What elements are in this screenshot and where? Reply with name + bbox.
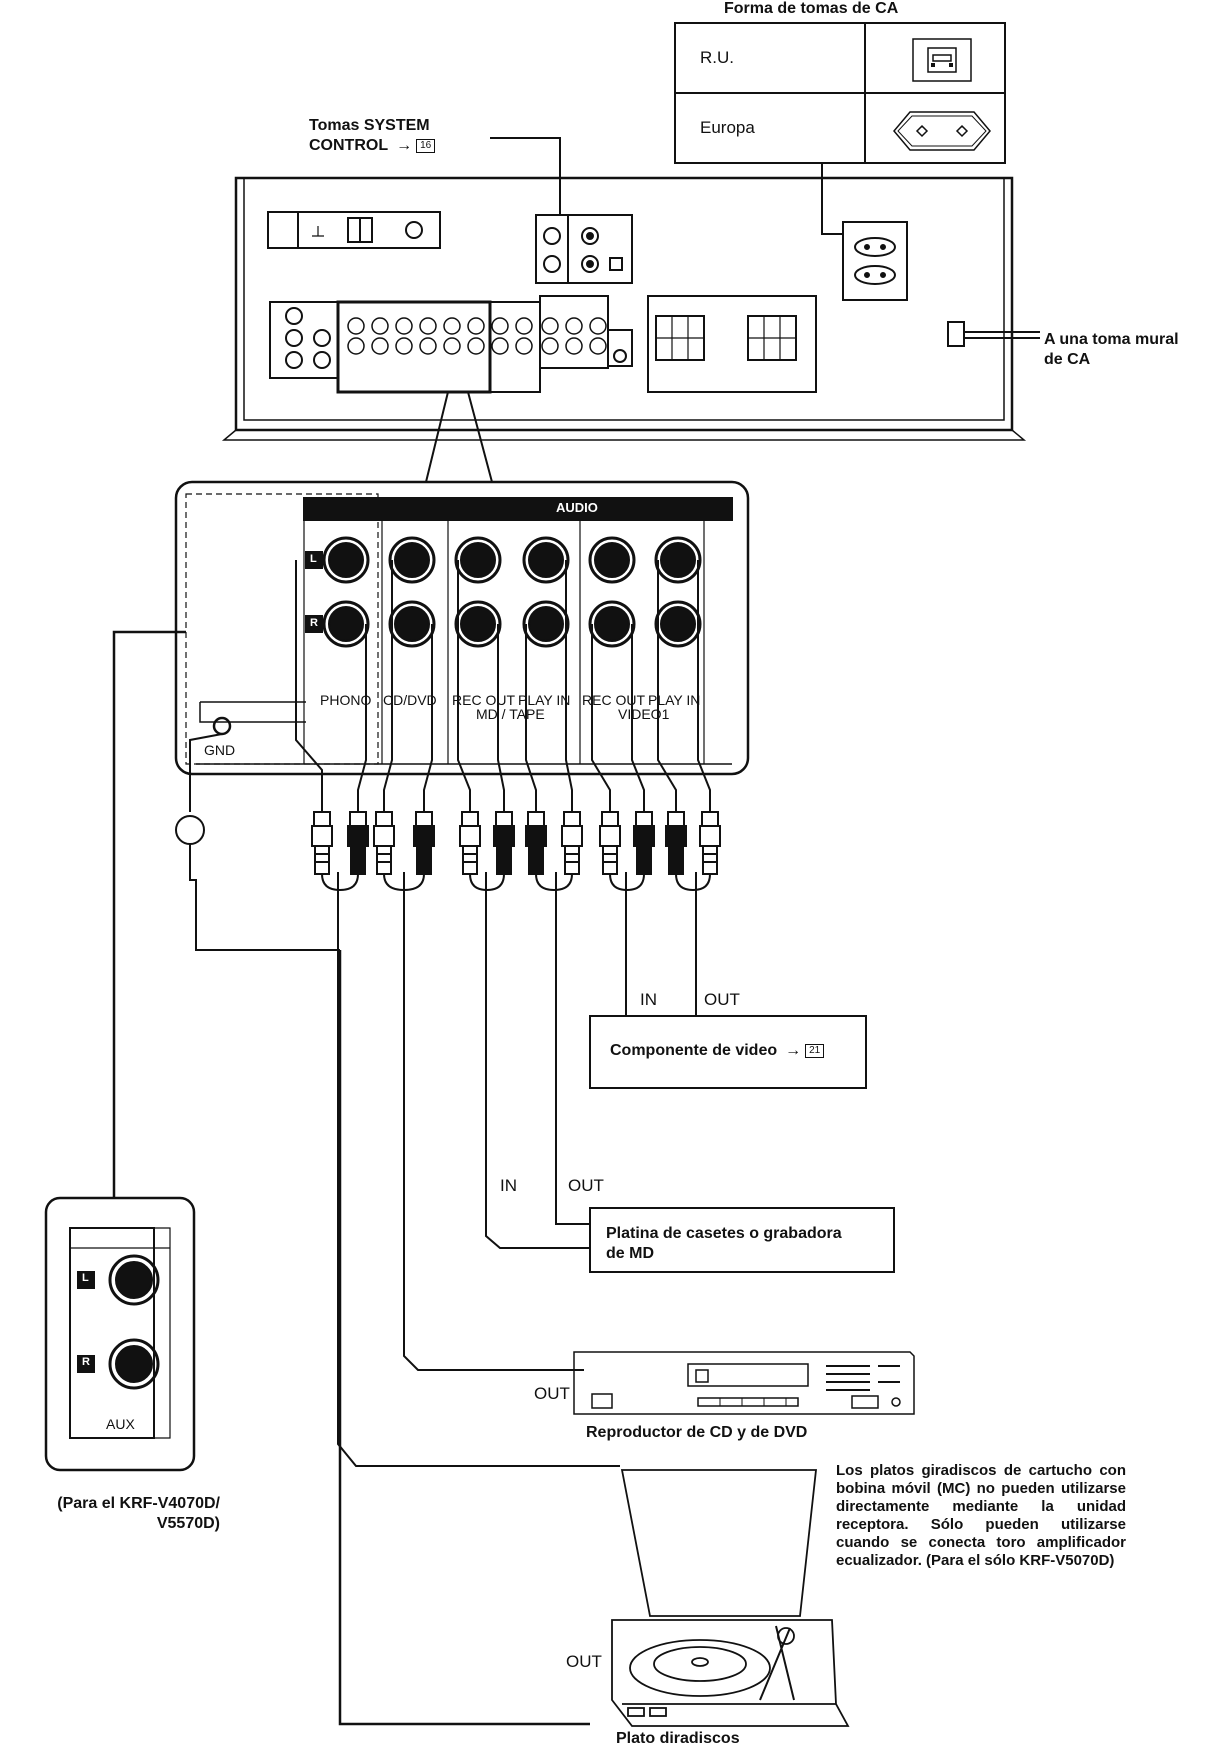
ac-outlet-title: Forma de tomas de CA xyxy=(724,0,899,17)
cd-player-drawing xyxy=(573,1351,915,1415)
rca-plug-black xyxy=(413,811,435,875)
rca-plug-black xyxy=(493,811,515,875)
turntable-out-label: OUT xyxy=(566,1652,602,1671)
jack-label-md-play-in: PLAY IN xyxy=(518,692,571,708)
uk-outlet-icon xyxy=(912,38,972,82)
jack-label-cd-dvd: CD/DVD xyxy=(383,692,437,708)
rca-plug-white xyxy=(373,811,395,875)
rca-plug-white xyxy=(311,811,333,875)
aux-channel-l: L xyxy=(82,1272,89,1284)
jack-label-video-rec-out: REC OUT xyxy=(582,692,645,708)
rca-plug-white xyxy=(561,811,583,875)
turntable-label: Plato diradiscos xyxy=(616,1730,740,1747)
ac-outlet-europe-label: Europa xyxy=(700,118,755,137)
receiver-rear-panel xyxy=(221,137,1040,441)
plug-pair-cable xyxy=(469,873,505,892)
jack-label-video-play-in: PLAY IN xyxy=(648,692,701,708)
tape-deck-label: Platina de casetes o grabadora de MD xyxy=(606,1225,842,1262)
video-in-label: IN xyxy=(640,990,657,1009)
enlarged-audio-panel xyxy=(174,480,750,776)
aux-model-note: (Para el KRF-V4070D/ V5570D) xyxy=(57,1495,220,1532)
euro-outlet-icon xyxy=(893,111,991,151)
jack-label-md-rec-out: REC OUT xyxy=(452,692,515,708)
system-control-label: Tomas SYSTEM CONTROL→16 xyxy=(309,116,436,156)
turntable-drawing xyxy=(611,1469,850,1727)
channel-r-marker: R xyxy=(310,617,318,629)
rca-plug-black xyxy=(665,811,687,875)
ac-outlet-uk-label: R.U. xyxy=(700,48,734,67)
plug-pair-cable xyxy=(321,873,359,892)
video-out-label: OUT xyxy=(704,990,740,1009)
rca-plug-black xyxy=(525,811,547,875)
plug-pair-cable xyxy=(535,873,573,892)
cd-player-label: Reproductor de CD y de DVD xyxy=(586,1424,808,1441)
video-component-box xyxy=(589,1015,867,1089)
plug-pair-cable xyxy=(609,873,645,892)
jack-label-phono: PHONO xyxy=(320,692,372,708)
ac-outlet-table: R.U. Europa xyxy=(674,22,1006,164)
group-label-video1: VIDEO1 xyxy=(618,706,670,722)
tape-deck-box xyxy=(589,1207,895,1273)
rca-plug-white xyxy=(459,811,481,875)
tape-in-label: IN xyxy=(500,1176,517,1195)
gnd-label: GND xyxy=(204,742,236,758)
cd-out-label: OUT xyxy=(534,1384,570,1403)
rca-plug-black xyxy=(347,811,369,875)
plug-pair-cable xyxy=(383,873,425,892)
rca-plug-white xyxy=(699,811,721,875)
aux-channel-r: R xyxy=(82,1356,90,1368)
tape-out-label: OUT xyxy=(568,1176,604,1195)
page-ref-badge: 16 xyxy=(416,138,436,153)
audio-header: AUDIO xyxy=(556,500,598,515)
video-component-label: Componente de video→21 xyxy=(610,1042,825,1060)
aux-label: AUX xyxy=(106,1416,135,1432)
rca-plug-white xyxy=(599,811,621,875)
turntable-mc-note: Los platos giradiscos de cartucho con bo… xyxy=(836,1462,1126,1569)
group-label-md-tape: MD / TAPE xyxy=(476,706,545,722)
channel-l-marker: L xyxy=(310,553,317,565)
aux-panel-drawing xyxy=(44,1196,196,1472)
wall-outlet-label: A una toma mural de CA xyxy=(1044,331,1179,368)
plug-pair-cable xyxy=(675,873,711,892)
page-ref-badge: 21 xyxy=(805,1043,825,1058)
rca-plug-black xyxy=(633,811,655,875)
